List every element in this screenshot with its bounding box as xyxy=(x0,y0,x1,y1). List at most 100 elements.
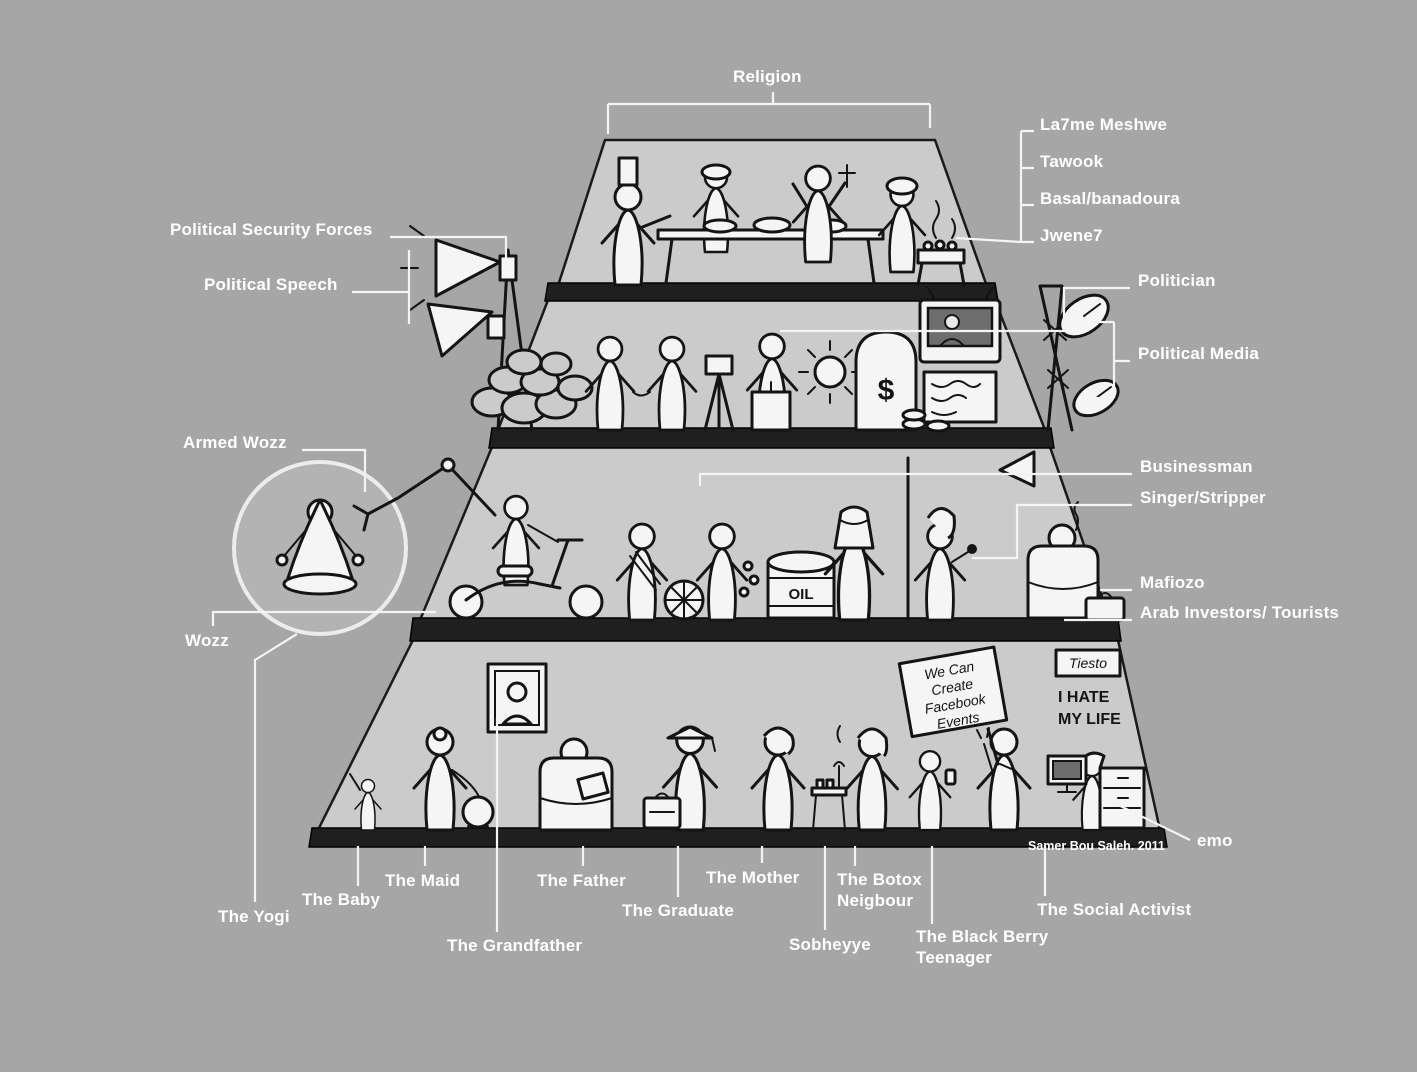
label-the-maid: The Maid xyxy=(385,871,461,890)
label-social-activist: The Social Activist xyxy=(1037,900,1192,919)
sign-line-4: Events xyxy=(936,709,981,732)
label-la7me-meshwe: La7me Meshwe xyxy=(1040,115,1168,134)
leader-political-speech xyxy=(352,250,411,324)
leader-political-security-forces xyxy=(390,235,508,258)
yogi-bubble xyxy=(232,460,408,636)
i-hate-my-life-graffiti: I HATE MY LIFE xyxy=(1058,689,1121,728)
label-the-father: The Father xyxy=(537,871,626,890)
facebook-events-sign: We Can Create Facebook Events xyxy=(897,645,1009,739)
figure-blackberry-teenager xyxy=(908,750,957,832)
graffiti-line-2: MY LIFE xyxy=(1058,711,1121,728)
grill-smoke xyxy=(932,200,956,239)
label-tawook: Tawook xyxy=(1040,152,1104,171)
figure-sheikh xyxy=(823,505,885,622)
satellite-dishes xyxy=(1038,284,1120,432)
suitcase xyxy=(642,792,682,830)
label-armed-wozz: Armed Wozz xyxy=(183,433,287,452)
sound-lines xyxy=(400,225,425,311)
graffiti-line-1: I HATE xyxy=(1058,689,1110,706)
bbq-grill xyxy=(916,200,966,287)
newspaper xyxy=(576,771,610,801)
leader-food-items xyxy=(955,129,1034,244)
label-jwene7: Jwene7 xyxy=(1040,226,1103,245)
figure-graduate xyxy=(661,725,719,832)
label-arab-investors-tourists: Arab Investors/ Tourists xyxy=(1140,603,1340,622)
figure-politician xyxy=(745,332,799,432)
leader-lines xyxy=(211,92,1191,932)
figure-social-activist xyxy=(976,727,1032,832)
label-wozz: Wozz xyxy=(185,631,229,650)
figure-preacher xyxy=(791,164,856,264)
oil-barrel-text: OIL xyxy=(789,586,814,603)
leader-political-media xyxy=(1090,320,1130,400)
label-the-graduate: The Graduate xyxy=(622,901,734,920)
loudspeaker xyxy=(998,450,1036,488)
megaphone-cluster xyxy=(400,225,534,432)
cart-wheel xyxy=(663,579,705,621)
label-religion: Religion xyxy=(733,67,802,86)
tier-business-figures: OIL xyxy=(232,450,1126,636)
figure-father-armchair xyxy=(538,737,614,832)
leader-businessman xyxy=(698,472,1132,486)
label-mafiozo: Mafiozo xyxy=(1140,573,1205,592)
coffee-steam xyxy=(836,725,841,743)
figure-priest xyxy=(600,156,672,287)
label-botox-neigbour: The Botox Neigbour xyxy=(837,870,922,911)
figure-yogi xyxy=(275,498,365,596)
dollar-sign-text: $ xyxy=(878,374,895,407)
tiesto-text: Tiesto xyxy=(1069,655,1107,671)
label-the-mother: The Mother xyxy=(706,868,800,887)
label-blackberry-teenager: The Black Berry Teenager xyxy=(916,927,1049,968)
tier-religion-figures xyxy=(600,156,966,287)
tier-people-figures: We Can Create Facebook Events Tiesto I H… xyxy=(349,645,1146,832)
label-political-speech: Political Speech xyxy=(204,275,338,294)
tiesto-poster: Tiesto xyxy=(1054,648,1122,678)
barbed-wire-pile xyxy=(470,348,594,425)
label-businessman: Businessman xyxy=(1140,457,1253,476)
leader-emo xyxy=(1107,799,1191,841)
mechanical-claw-arm xyxy=(352,457,497,532)
leader-singer-stripper xyxy=(972,503,1132,560)
label-the-grandfather: The Grandfather xyxy=(447,936,583,955)
label-the-yogi: The Yogi xyxy=(218,907,290,926)
label-the-baby: The Baby xyxy=(302,890,381,909)
label-singer-stripper: Singer/Stripper xyxy=(1140,488,1266,507)
figure-maid xyxy=(412,726,495,832)
leader-religion xyxy=(606,92,932,134)
figure-businessman xyxy=(695,522,760,622)
sign-line-2: Create xyxy=(930,675,974,698)
sign-stick xyxy=(986,727,1000,766)
vacuum-cleaner xyxy=(461,795,495,829)
handcuff-chain xyxy=(632,391,651,397)
label-political-media: Political Media xyxy=(1138,344,1260,363)
label-political-security-forces: Political Security Forces xyxy=(170,220,373,239)
figure-baby xyxy=(349,773,382,831)
sobheyye-coffee-table xyxy=(810,725,848,831)
tier-politics-figures: $ xyxy=(400,225,1120,433)
figure-mother xyxy=(750,726,806,832)
figure-singer-stripper xyxy=(913,507,977,622)
figure-wozz-scooter xyxy=(448,494,604,620)
label-politician: Politician xyxy=(1138,271,1216,290)
briefcase xyxy=(1084,592,1126,622)
figure-seated-sheikh xyxy=(692,163,740,254)
leader-politician xyxy=(780,286,1130,333)
figure-militiaman xyxy=(615,522,669,622)
blackberry-phone xyxy=(944,768,957,786)
money-box xyxy=(901,370,998,433)
leader-the-yogi xyxy=(253,633,298,902)
microphone xyxy=(967,544,977,554)
label-basal-banadoura: Basal/banadoura xyxy=(1040,189,1180,208)
oil-barrel: OIL xyxy=(766,550,836,620)
figure-imam xyxy=(877,176,927,274)
figure-botox-neighbour xyxy=(845,727,899,832)
label-emo: emo xyxy=(1197,831,1233,850)
tv-broadcast xyxy=(918,286,1002,364)
artist-signature: Samer Bou Saleh. 2011 xyxy=(1028,839,1165,853)
leader-armed-wozz xyxy=(302,448,367,492)
floor-3 xyxy=(409,617,1122,642)
leader-wozz xyxy=(211,610,436,626)
label-sobheyye: Sobheyye xyxy=(789,935,871,954)
